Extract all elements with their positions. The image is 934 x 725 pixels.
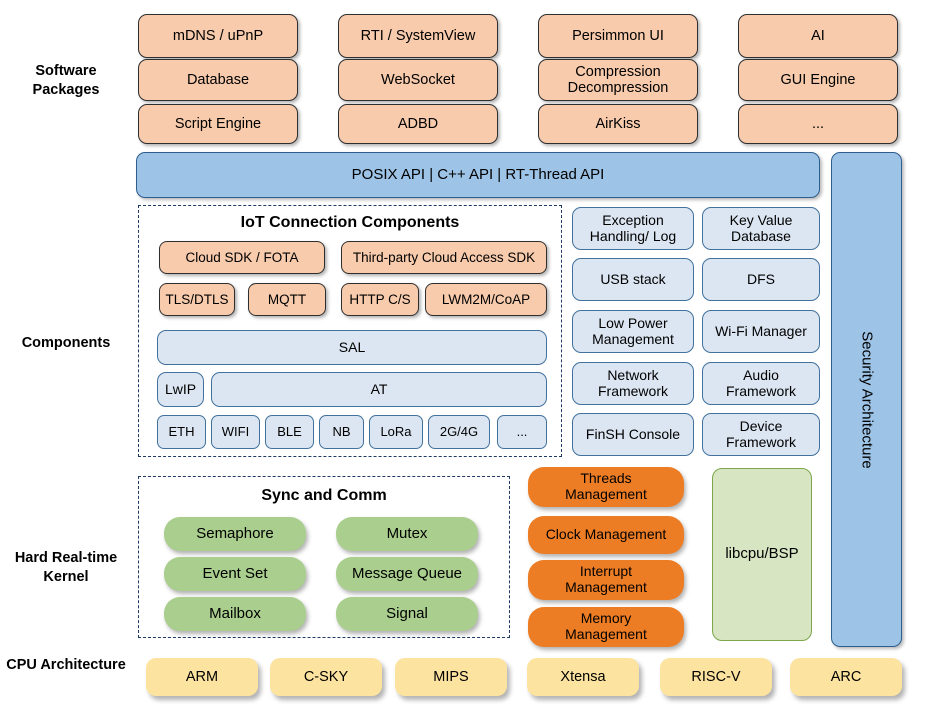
- row-label-software-packages: Software Packages: [32, 63, 100, 98]
- component-box[interactable]: Exception Handling/ Log: [572, 207, 694, 250]
- package-box[interactable]: AI: [738, 14, 898, 58]
- sync-box[interactable]: Message Queue: [336, 557, 478, 591]
- sync-box[interactable]: Mailbox: [164, 597, 306, 631]
- package-box[interactable]: mDNS / uPnP: [138, 14, 298, 58]
- api-bar[interactable]: POSIX API | C++ API | RT-Thread API: [136, 152, 820, 198]
- iot-protocol-box[interactable]: LWM2M/CoAP: [425, 283, 547, 316]
- component-box[interactable]: FinSH Console: [572, 413, 694, 456]
- sync-box[interactable]: Signal: [336, 597, 478, 631]
- kernel-core-box[interactable]: Clock Management: [528, 516, 684, 554]
- cpu-arch-box[interactable]: MIPS: [395, 658, 507, 696]
- package-box[interactable]: Database: [138, 59, 298, 101]
- cpu-arch-box[interactable]: Xtensa: [527, 658, 639, 696]
- package-box[interactable]: ADBD: [338, 104, 498, 144]
- iot-cloud-sdk-box[interactable]: Cloud SDK / FOTA: [159, 241, 325, 274]
- component-box[interactable]: Low Power Management: [572, 310, 694, 353]
- component-box[interactable]: USB stack: [572, 258, 694, 301]
- package-box[interactable]: AirKiss: [538, 104, 698, 144]
- row-label-kernel: Hard Real-time Kernel: [14, 550, 118, 585]
- link-box[interactable]: LoRa: [369, 415, 423, 449]
- link-box[interactable]: NB: [319, 415, 364, 449]
- package-box[interactable]: RTI / SystemView: [338, 14, 498, 58]
- iot-connection-group: [138, 205, 562, 457]
- kernel-core-box[interactable]: Threads Management: [528, 467, 684, 507]
- package-box[interactable]: Script Engine: [138, 104, 298, 144]
- kernel-core-box[interactable]: Interrupt Management: [528, 560, 684, 600]
- lwip-box[interactable]: LwIP: [157, 372, 204, 407]
- iot-protocol-box[interactable]: MQTT: [248, 283, 326, 316]
- component-box[interactable]: Device Framework: [702, 413, 820, 456]
- iot-protocol-box[interactable]: HTTP C/S: [341, 283, 419, 316]
- at-box[interactable]: AT: [211, 372, 547, 407]
- component-box[interactable]: DFS: [702, 258, 820, 301]
- row-label-cpu-architecture: CPU Architecture: [6, 657, 126, 673]
- component-box[interactable]: Key Value Database: [702, 207, 820, 250]
- link-box[interactable]: BLE: [265, 415, 314, 449]
- link-box[interactable]: WIFI: [211, 415, 260, 449]
- link-box[interactable]: 2G/4G: [428, 415, 490, 449]
- sync-and-comm-group-title: Sync and Comm: [261, 487, 387, 504]
- sync-box[interactable]: Event Set: [164, 557, 306, 591]
- kernel-core-box[interactable]: Memory Management: [528, 607, 684, 647]
- component-box[interactable]: Audio Framework: [702, 362, 820, 405]
- cpu-arch-box[interactable]: C-SKY: [270, 658, 382, 696]
- package-box[interactable]: WebSocket: [338, 59, 498, 101]
- sync-box[interactable]: Semaphore: [164, 517, 306, 551]
- package-box[interactable]: Compression Decompression: [538, 59, 698, 101]
- package-box[interactable]: ...: [738, 104, 898, 144]
- iot-connection-group-title: IoT Connection Components: [240, 214, 460, 231]
- cpu-arch-box[interactable]: RISC-V: [660, 658, 772, 696]
- sync-and-comm-group: [138, 476, 510, 638]
- libcpu-bsp-box[interactable]: libcpu/BSP: [712, 468, 812, 641]
- iot-cloud-sdk-box[interactable]: Third-party Cloud Access SDK: [341, 241, 547, 274]
- security-architecture-bar[interactable]: Security Architecture: [831, 152, 902, 647]
- link-box[interactable]: ETH: [157, 415, 206, 449]
- link-box[interactable]: ...: [497, 415, 547, 449]
- package-box[interactable]: Persimmon UI: [538, 14, 698, 58]
- package-box[interactable]: GUI Engine: [738, 59, 898, 101]
- iot-protocol-box[interactable]: TLS/DTLS: [159, 283, 235, 316]
- security-architecture-label: Security Architecture: [858, 330, 875, 469]
- component-box[interactable]: Wi-Fi Manager: [702, 310, 820, 353]
- cpu-arch-box[interactable]: ARM: [146, 658, 258, 696]
- cpu-arch-box[interactable]: ARC: [790, 658, 902, 696]
- row-label-components: Components: [21, 335, 111, 351]
- sync-box[interactable]: Mutex: [336, 517, 478, 551]
- sal-box[interactable]: SAL: [157, 330, 547, 365]
- component-box[interactable]: Network Framework: [572, 362, 694, 405]
